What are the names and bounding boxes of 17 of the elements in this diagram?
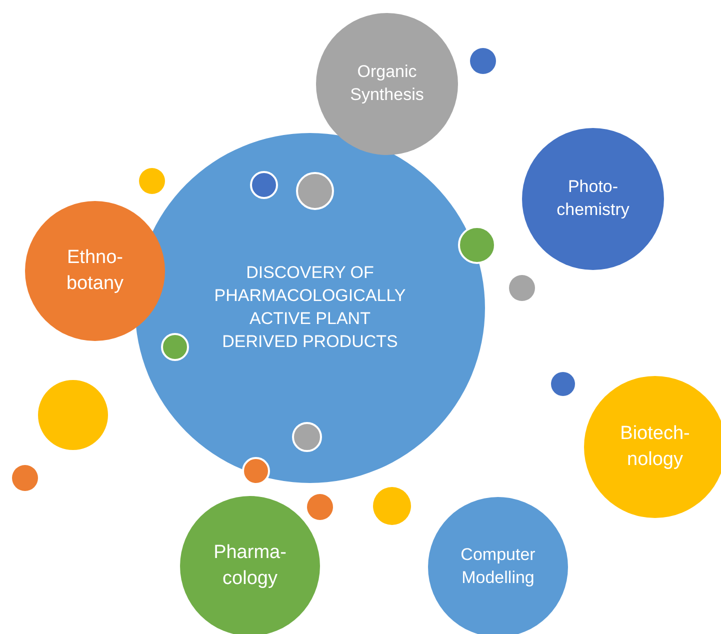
decorative-dot	[250, 171, 278, 199]
circle-label: Organic Synthesis	[349, 61, 425, 106]
circle-label: Ethno- botany	[65, 246, 125, 296]
circle-label: Photo- chemistry	[556, 176, 630, 221]
decorative-dot	[470, 48, 496, 74]
circle-label: Computer Modelling	[460, 544, 536, 589]
decorative-dot	[292, 422, 322, 452]
decorative-dot	[296, 172, 334, 210]
decorative-dot	[12, 465, 38, 491]
decorative-dot	[509, 275, 535, 301]
decorative-dot	[307, 494, 333, 520]
decorative-dot	[551, 372, 575, 396]
circle-label: DISCOVERY OF PHARMACOLOGICALLY ACTIVE PLANT DERIVED PRODUCTS	[213, 262, 407, 353]
circle-label: Biotech- nology	[619, 422, 691, 472]
decorative-dot	[373, 487, 411, 525]
circle-label: Pharma- cology	[212, 541, 288, 591]
decorative-dot	[161, 333, 189, 361]
